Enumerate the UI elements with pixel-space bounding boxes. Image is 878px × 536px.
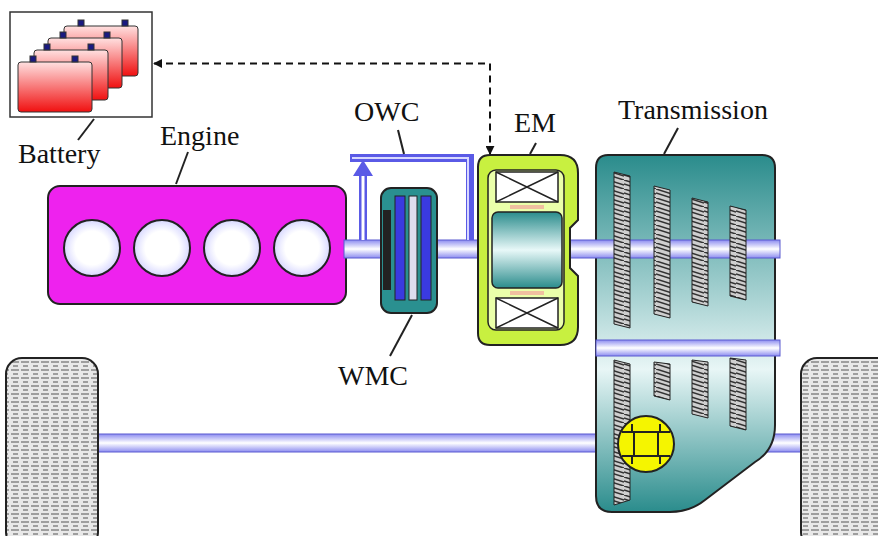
- transmission-label: Transmission: [618, 96, 768, 124]
- part-name: EM: [514, 109, 556, 137]
- signal-arrow: [154, 63, 490, 154]
- part-name: Battery: [18, 140, 100, 168]
- owc-label: OWC: [354, 98, 419, 126]
- engine-label: Engine: [160, 122, 239, 150]
- electric-motor: EM: [478, 155, 578, 345]
- wmc-label: WMC: [338, 362, 408, 390]
- battery-pack: Battery: [10, 12, 152, 117]
